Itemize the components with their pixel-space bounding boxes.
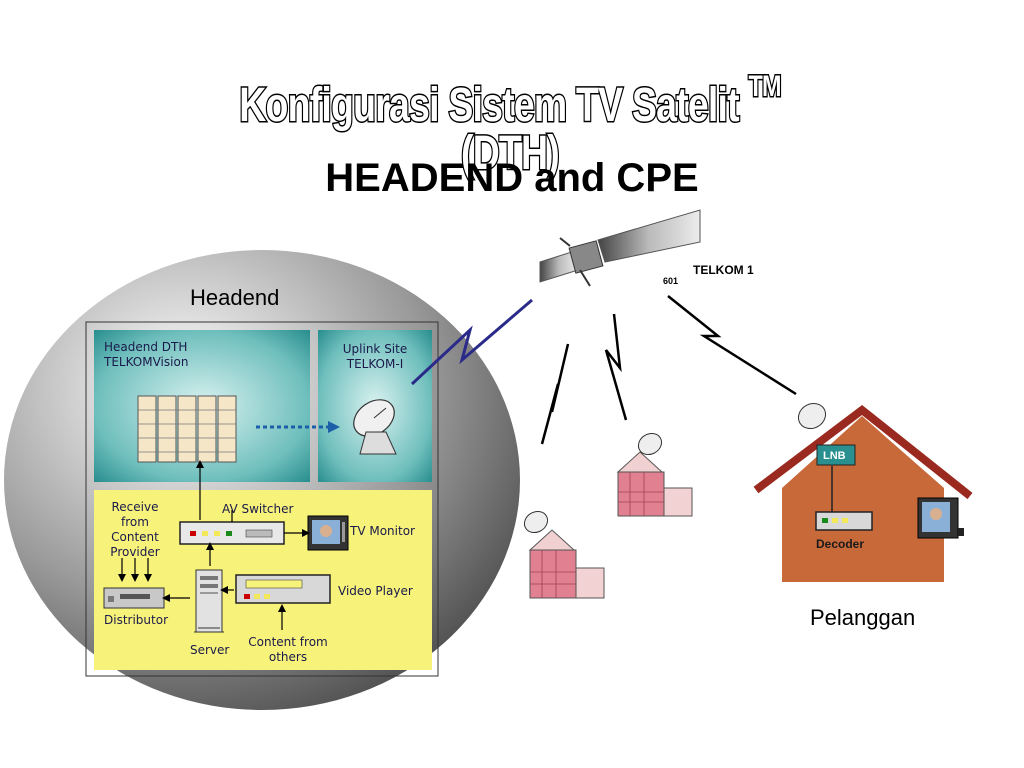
receive-label: Receive from Content Provider	[98, 500, 172, 560]
receive-line4: Provider	[110, 545, 160, 559]
receive-line1: Receive	[111, 500, 159, 514]
dth-box-label: Headend DTH TELKOMVision	[104, 340, 188, 370]
lnb-label: LNB	[823, 450, 846, 462]
server-icon	[194, 569, 224, 633]
tv-monitor-label: TV Monitor	[350, 524, 415, 538]
uplink-box-line1: Uplink Site	[342, 342, 408, 356]
diagram-title: Konfigurasi Sistem TV Satelit TM (DTH)	[229, 70, 791, 180]
dth-box-line2: TELKOMVision	[104, 355, 189, 369]
customer-label: Pelanggan	[810, 605, 916, 630]
trademark-mark: TM	[747, 70, 782, 103]
house-icon-1	[616, 432, 693, 517]
customer-house-icon	[753, 402, 973, 582]
distributor-label: Distributor	[104, 613, 169, 627]
downlink-bolt-2	[604, 313, 628, 421]
uplink-box-line2: TELKOM-I	[346, 357, 404, 371]
uplink-box-label: Uplink Site TELKOM-I	[322, 342, 428, 372]
receive-line2: from	[121, 515, 149, 529]
server-label: Server	[190, 643, 230, 657]
headend-label: Headend	[190, 285, 280, 310]
downlink-bolt-1	[540, 343, 570, 445]
uplink-bolt	[410, 298, 533, 386]
receive-line3: Content	[111, 530, 159, 544]
video-player-icon	[235, 574, 331, 604]
title-text: Konfigurasi Sistem TV Satelit	[238, 79, 741, 132]
rack-cabinets-icon	[137, 395, 237, 463]
title-suffix: (DTH)	[460, 127, 561, 180]
dth-box-line1: Headend DTH	[104, 340, 188, 354]
content-others-line1: Content from	[248, 635, 328, 649]
downlink-bolt-3	[667, 295, 797, 396]
distributor-icon	[103, 587, 165, 609]
video-player-label: Video Player	[338, 584, 413, 598]
diagram-subtitle: HEADEND and CPE	[325, 156, 699, 200]
house-icon-2	[523, 510, 605, 599]
satellite-icon	[539, 209, 701, 287]
av-switcher-label: AV Switcher	[222, 502, 294, 516]
uplink-dish-icon	[353, 399, 397, 455]
satellite-name: TELKOM 1	[693, 263, 754, 277]
decoder-label: Decoder	[816, 537, 865, 551]
av-switcher-icon	[179, 521, 285, 545]
customer-tv-icon	[917, 497, 964, 539]
content-others-label: Content from others	[240, 635, 336, 665]
content-others-line2: others	[268, 650, 308, 664]
headend-frame	[85, 321, 439, 677]
satellite-number: 601	[663, 276, 679, 286]
tv-monitor-icon	[307, 515, 349, 551]
